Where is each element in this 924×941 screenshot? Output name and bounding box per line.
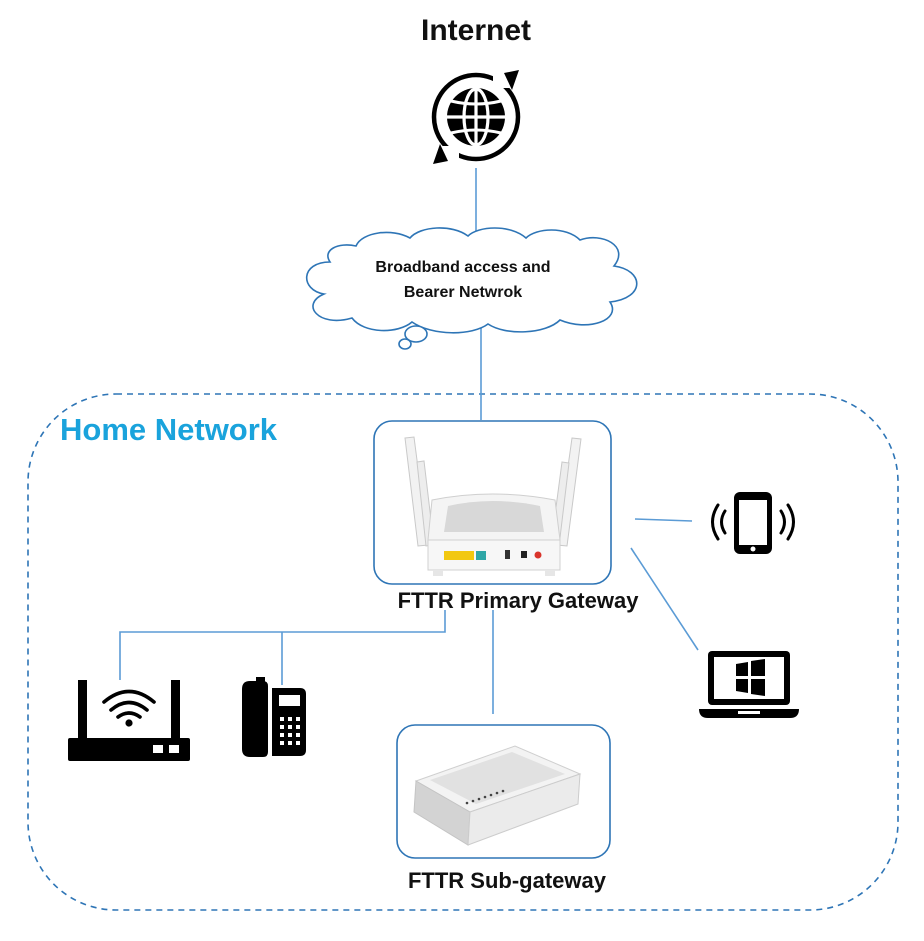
sub-gateway-box-icon	[413, 745, 582, 846]
cloud-label-line2: Bearer Netwrok	[403, 284, 523, 301]
primary-gateway-label: FTTR Primary Gateway	[397, 588, 639, 613]
edge-gateway-smartphone	[634, 518, 693, 522]
windows-laptop-icon	[699, 651, 799, 718]
desk-phone-icon	[242, 677, 306, 757]
edge-gateway-laptop	[630, 547, 699, 651]
internet-label: Internet	[420, 14, 531, 47]
connection-lines	[119, 168, 699, 714]
smartphone-wireless-icon	[711, 492, 795, 554]
globe-refresh-icon	[431, 70, 521, 164]
cloud-icon	[305, 227, 638, 350]
router-antennas-icon	[404, 436, 582, 576]
sub-gateway-label: FTTR Sub-gateway	[407, 868, 606, 893]
cloud-label-line1: Broadband access and	[375, 259, 551, 276]
home-network-label: Home Network	[60, 412, 278, 447]
home-network-boundary	[27, 393, 899, 911]
wifi-router-icon	[68, 680, 190, 761]
